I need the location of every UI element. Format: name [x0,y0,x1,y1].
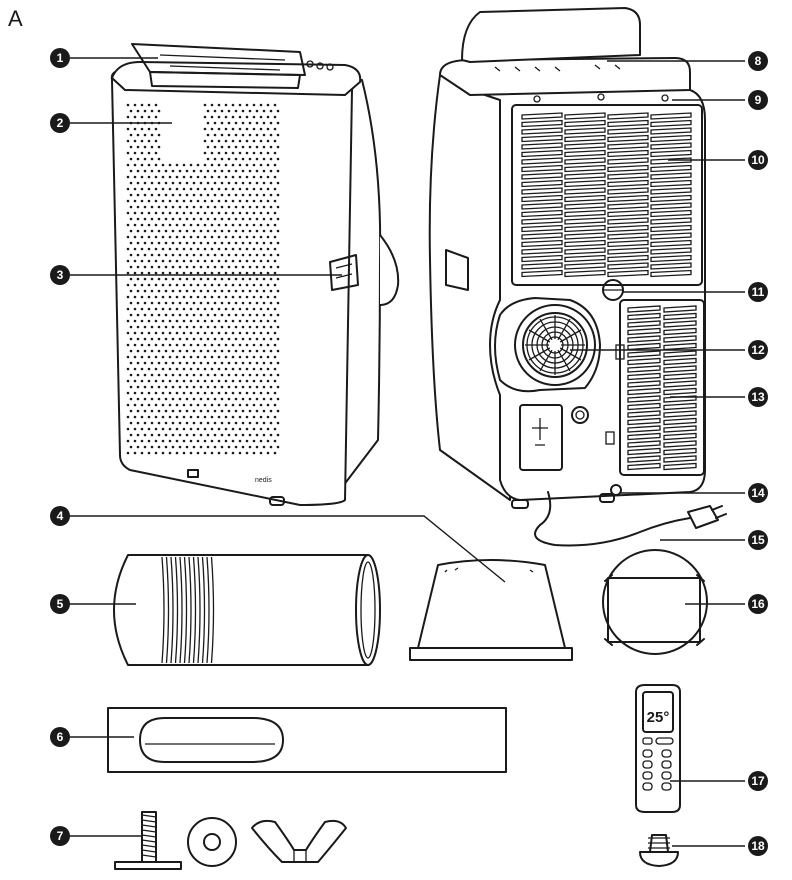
callout-14: 14 [748,483,768,503]
part-hose [113,554,381,666]
part-adapter [409,559,573,661]
hose-ribs [161,556,215,664]
svg-text:12: 12 [751,343,765,357]
callout-12: 12 [748,340,768,360]
remote-display: 25° [647,709,670,726]
upper-filter-slats [521,112,692,278]
callout-18: 18 [748,836,768,856]
callout-13: 13 [748,387,768,407]
callout-3: 3 [50,265,70,285]
part-circle-insert [602,549,708,655]
front-grill-dots [126,103,280,455]
svg-text:1: 1 [57,51,64,65]
callout-15: 15 [748,530,768,550]
callout-4: 4 [50,506,70,526]
callout-2: 2 [50,113,70,133]
part-window-kit [107,707,507,773]
svg-text:4: 4 [57,509,64,523]
svg-text:18: 18 [751,839,765,853]
callout-5: 5 [50,594,70,614]
part-hardware [114,811,347,870]
callout-8: 8 [748,51,768,71]
callout-7: 7 [50,826,70,846]
part-remote: 25° [635,684,681,813]
svg-text:5: 5 [57,597,64,611]
exhaust-grill [525,315,585,375]
svg-text:11: 11 [752,285,765,299]
callout-16: 16 [748,594,768,614]
svg-text:6: 6 [57,730,64,744]
callout-6: 6 [50,727,70,747]
callout-9: 9 [748,90,768,110]
svg-text:2: 2 [57,116,64,130]
svg-text:7: 7 [57,829,64,843]
back-unit [428,7,727,547]
svg-text:17: 17 [751,774,765,788]
figure-label: A [8,6,23,31]
remote-buttons [642,737,674,791]
leader-lines [70,57,745,847]
svg-text:10: 10 [751,153,765,167]
svg-text:16: 16 [751,597,765,611]
svg-text:13: 13 [751,390,765,404]
callout-10: 10 [748,150,768,170]
callout-1: 1 [50,48,70,68]
svg-text:9: 9 [755,93,762,107]
svg-text:15: 15 [751,533,765,547]
callout-17: 17 [748,771,768,791]
front-unit: nedis [110,43,400,506]
svg-text:8: 8 [755,54,762,68]
svg-text:14: 14 [751,486,765,500]
part-screw [639,834,679,867]
brand-logo: nedis [255,477,272,484]
lower-filter-slats [627,305,697,471]
svg-text:3: 3 [57,268,64,282]
callout-11: 11 [748,282,768,302]
